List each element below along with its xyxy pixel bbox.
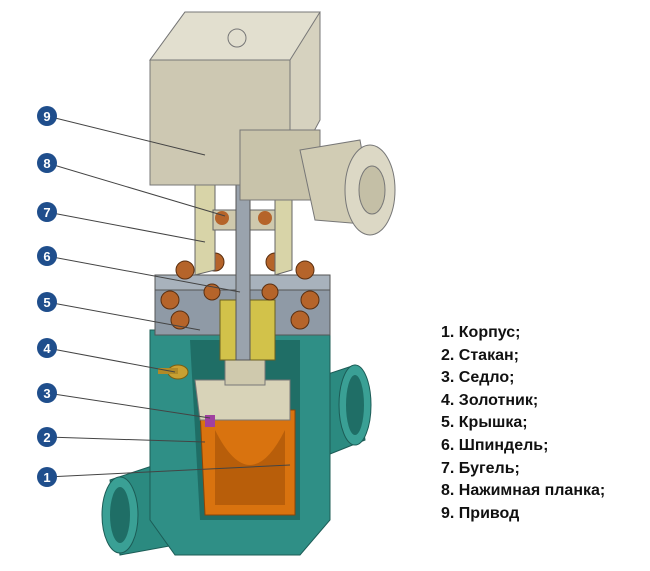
legend-item-gland-plate: 8. Нажимная планка; (441, 482, 606, 500)
svg-text:3: 3 (43, 386, 50, 401)
leader-line-8 (46, 162, 226, 217)
leader-line-9 (46, 115, 206, 156)
legend-item-seat: 3. Седло; (441, 369, 515, 387)
legend-item-actuator: 9. Привод (441, 504, 520, 522)
svg-text:6: 6 (43, 249, 50, 264)
legend-item-yoke: 7. Бугель; (441, 459, 520, 477)
leader-lines (46, 115, 291, 478)
svg-text:1: 1 (43, 470, 50, 485)
legend-item-bonnet: 5. Крышка; (441, 414, 528, 432)
legend-item-plug: 4. Золотник; (441, 391, 539, 409)
callout-8: 8 (37, 153, 57, 173)
leader-line-1 (46, 464, 291, 478)
svg-text:2: 2 (43, 430, 50, 445)
callout-7: 7 (37, 202, 57, 222)
callout-5: 5 (37, 292, 57, 312)
callout-1: 1 (37, 467, 57, 487)
leader-line-4 (46, 347, 176, 373)
legend-item-spindle: 6. Шпиндель; (441, 436, 549, 454)
legend-item-body: 1. Корпус; (441, 324, 521, 341)
svg-text:9: 9 (43, 109, 50, 124)
svg-text:8: 8 (43, 156, 50, 171)
parts-legend: 1. Корпус; 2. Стакан; 3. Седло; 4. Золот… (441, 322, 605, 525)
callout-3: 3 (37, 383, 57, 403)
callout-6: 6 (37, 246, 57, 266)
callout-9: 9 (37, 106, 57, 126)
svg-text:5: 5 (43, 295, 50, 310)
seat-and-plug (158, 354, 291, 427)
legend-item-cup: 2. Стакан; (441, 346, 519, 364)
leader-line-7 (46, 211, 206, 243)
svg-text:4: 4 (43, 341, 51, 356)
leader-line-2 (46, 436, 206, 443)
leader-line-5 (46, 301, 201, 331)
leader-line-6 (46, 255, 241, 293)
actuator (149, 11, 396, 236)
svg-text:7: 7 (43, 205, 50, 220)
callout-2: 2 (37, 427, 57, 447)
cup-stakan (199, 409, 296, 516)
leader-line-3 (46, 392, 211, 419)
callout-4: 4 (37, 338, 57, 358)
